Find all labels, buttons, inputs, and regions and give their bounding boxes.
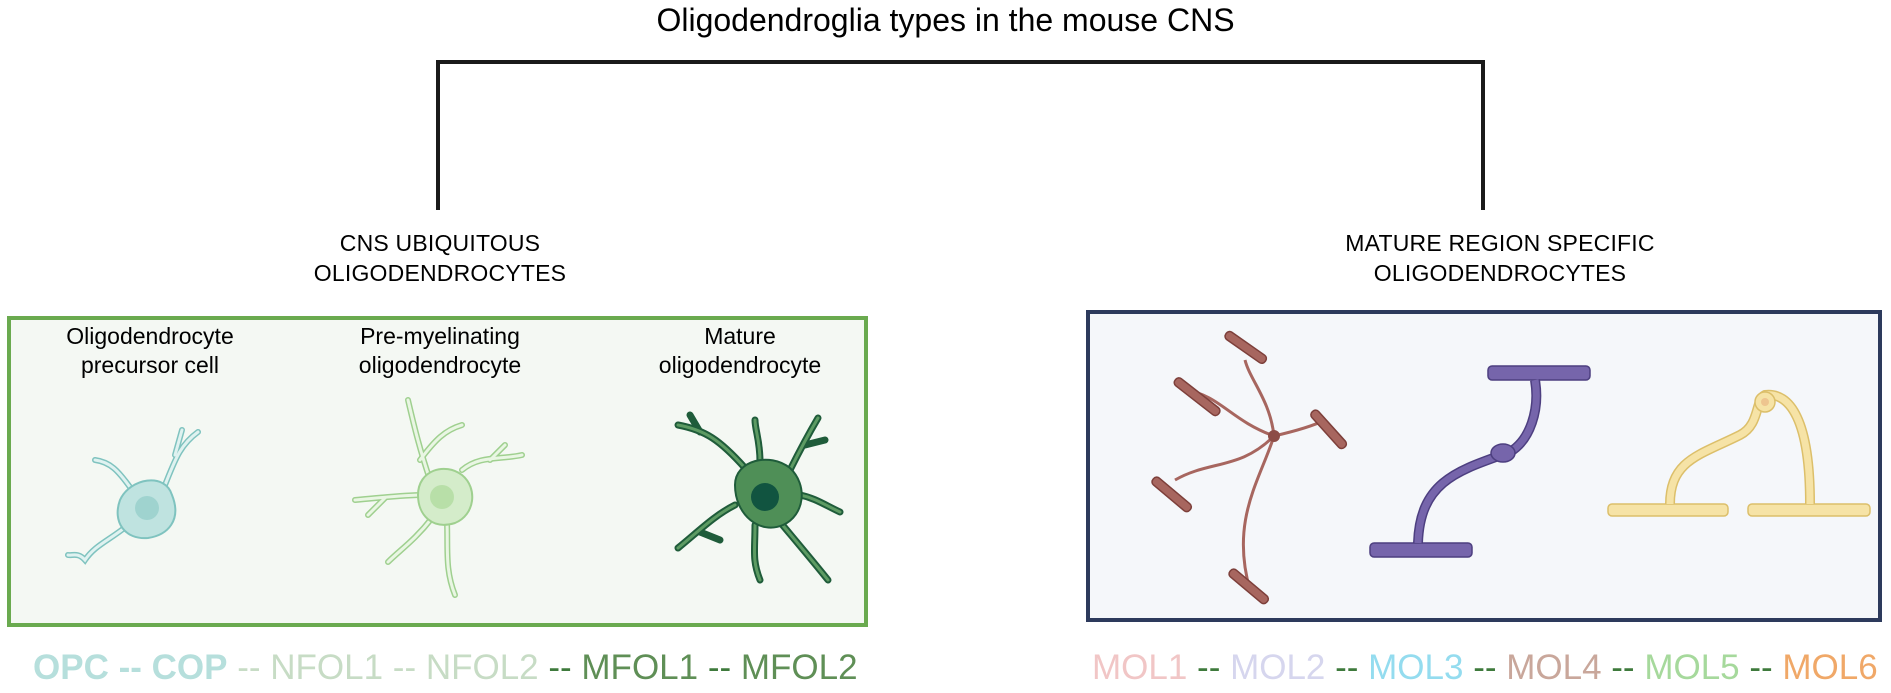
mature-label: Mature oligodendrocyte [620,322,860,380]
mature-cell-icon [674,411,844,584]
mol-separator: -- [1325,648,1369,687]
stage-nfol1: NFOL1 [270,648,384,687]
diagram-title: Oligodendroglia types in the mouse CNS [656,2,1235,38]
mol-separator: -- [1187,648,1231,687]
mol-separator: -- [1601,648,1645,687]
opc-label: Oligodendrocyte precursor cell [30,322,270,380]
mol-mol2: MOL2 [1230,648,1326,687]
premyelinating-label-line2: oligodendrocyte [358,352,522,378]
opc-cell-icon [65,427,201,565]
hierarchy-bracket [436,60,1485,210]
stage-mfol2: MFOL2 [740,648,858,687]
stage-separator: -- [108,648,152,687]
stage-separator: -- [383,648,426,687]
category-region-line1: MATURE REGION SPECIFIC [1345,230,1655,256]
category-ubiquitous: CNS UBIQUITOUS OLIGODENDROCYTES [290,228,590,288]
mol-yellow-icon [1607,389,1871,517]
stage-cop: COP [151,648,228,687]
lineage-sequence-left: OPC -- COP -- NFOL1 -- NFOL2 -- MFOL1 --… [33,648,858,688]
mol-mol1: MOL1 [1092,648,1188,687]
stage-mfol1: MFOL1 [581,648,699,687]
mol-separator: -- [1463,648,1507,687]
opc-label-line2: precursor cell [80,352,220,378]
mol-mol6: MOL6 [1782,648,1878,687]
category-ubiquitous-line2: OLIGODENDROCYTES [313,260,567,286]
category-ubiquitous-line1: CNS UBIQUITOUS [339,230,541,256]
mature-label-line1: Mature [704,323,776,349]
stage-separator: -- [538,648,582,687]
mature-label-line2: oligodendrocyte [658,352,822,378]
cell-illustrations [65,330,1871,605]
category-region-line2: OLIGODENDROCYTES [1373,260,1627,286]
lineage-sequence-right: MOL1 -- MOL2 -- MOL3 -- MOL4 -- MOL5 -- … [1092,648,1878,688]
stage-separator: -- [698,648,741,687]
stage-nfol2: NFOL2 [425,648,539,687]
mol-mol3: MOL3 [1368,648,1464,687]
premyelinating-label: Pre-myelinating oligodendrocyte [320,322,560,380]
mol-purple-icon [1369,365,1591,558]
mol-separator: -- [1739,648,1783,687]
premyelinating-label-line1: Pre-myelinating [360,323,520,349]
mol-branched-icon [1151,330,1348,605]
category-region-specific: MATURE REGION SPECIFIC OLIGODENDROCYTES [1290,228,1710,288]
mol-mol4: MOL4 [1506,648,1602,687]
opc-label-line1: Oligodendrocyte [66,323,234,349]
mol-mol5: MOL5 [1644,648,1740,687]
premyelinating-cell-icon [352,397,525,598]
stage-opc: OPC [33,648,109,687]
stage-separator: -- [227,648,271,687]
